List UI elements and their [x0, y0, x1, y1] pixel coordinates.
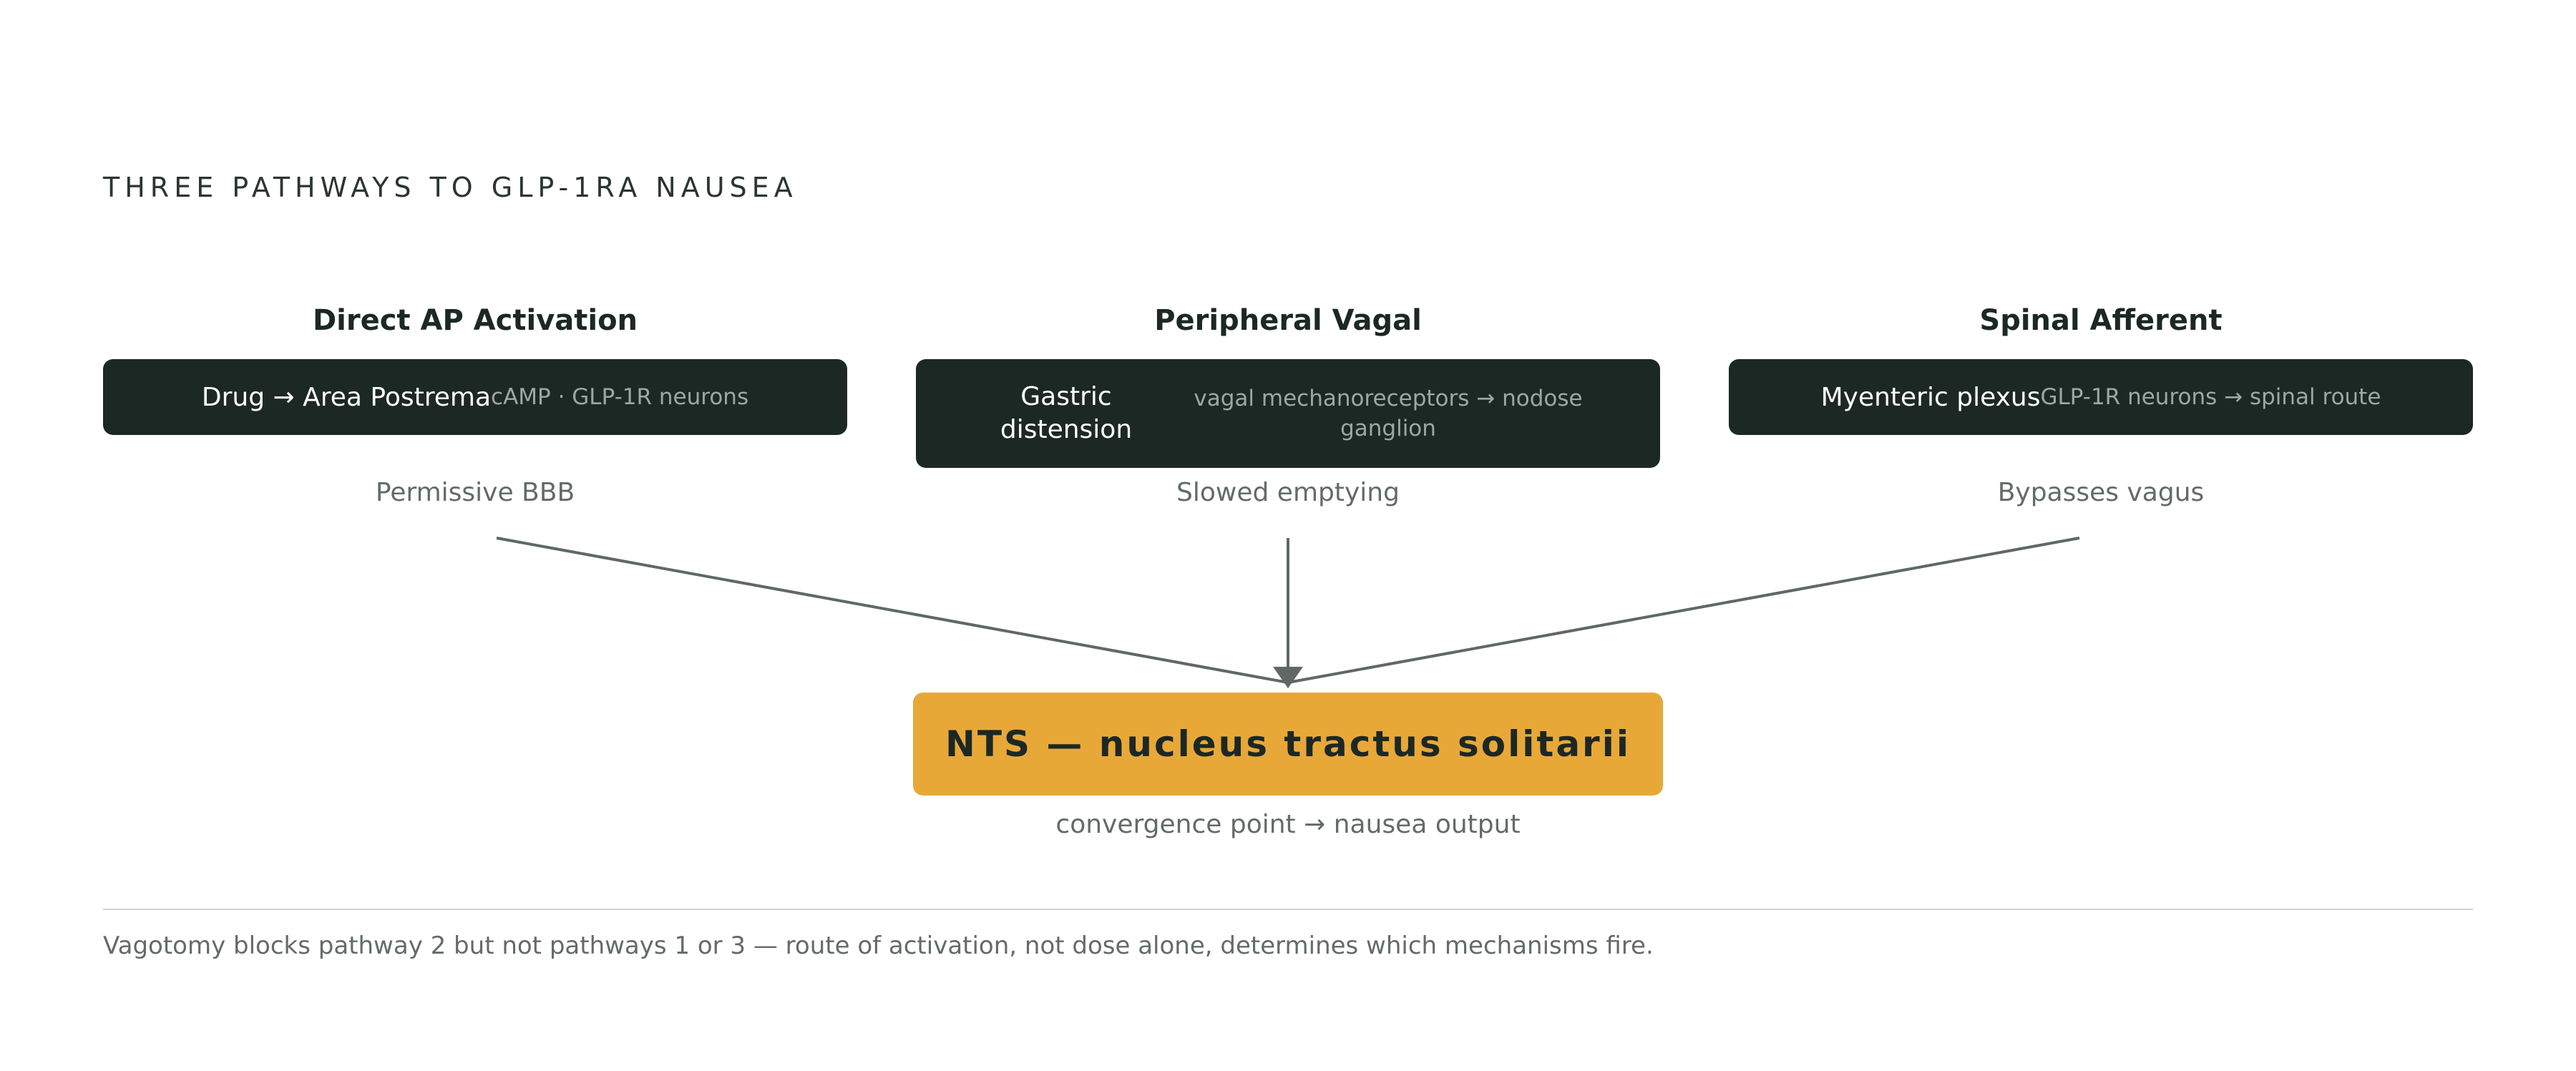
pathway-title: Peripheral Vagal — [1154, 304, 1422, 337]
connector-direct-ap — [496, 537, 1289, 684]
nts-target-box: NTS — nucleus tractus solitarii — [913, 693, 1663, 796]
pathway-box: Myenteric plexus GLP-1R neurons → spinal… — [1729, 359, 2473, 435]
pathway-box: Gastric distension vagal mechanoreceptor… — [916, 359, 1660, 468]
pathway-box: Drug → Area Postrema cAMP · GLP-1R neuro… — [103, 359, 847, 435]
pathway-peripheral-vagal: Peripheral Vagal Gastric distension vaga… — [916, 300, 1660, 507]
pathway-note: Bypasses vagus — [1997, 478, 2205, 507]
connector-arrowhead-icon — [1273, 667, 1303, 688]
pathway-box-main: Gastric distension — [1000, 382, 1133, 444]
pathway-box-sub: cAMP · GLP-1R neurons — [491, 384, 749, 410]
pathway-direct-ap: Direct AP Activation Drug → Area Postrem… — [103, 300, 847, 507]
nts-note: convergence point → nausea output — [1055, 810, 1521, 839]
connector-spinal-afferent — [1287, 537, 2080, 684]
footnote: Vagotomy blocks pathway 2 but not pathwa… — [103, 931, 1654, 960]
divider — [103, 909, 2473, 910]
pathway-title: Direct AP Activation — [312, 304, 638, 337]
pathway-spinal-afferent: Spinal Afferent Myenteric plexus GLP-1R … — [1729, 300, 2473, 507]
pathway-note: Slowed emptying — [1176, 478, 1400, 507]
pathway-title: Spinal Afferent — [1979, 304, 2223, 337]
nts-label: NTS — nucleus tractus solitarii — [945, 723, 1631, 765]
pathway-note: Permissive BBB — [375, 478, 575, 507]
pathway-box-sub: GLP-1R neurons → spinal route — [2040, 384, 2381, 410]
pathway-box-sub: vagal mechanoreceptors → nodose ganglion — [1194, 386, 1583, 441]
pathway-box-main: Drug → Area Postrema — [201, 382, 492, 412]
pathway-box-main: Myenteric plexus — [1820, 382, 2041, 412]
diagram-heading: THREE PATHWAYS TO GLP-1RA NAUSEA — [103, 172, 798, 203]
